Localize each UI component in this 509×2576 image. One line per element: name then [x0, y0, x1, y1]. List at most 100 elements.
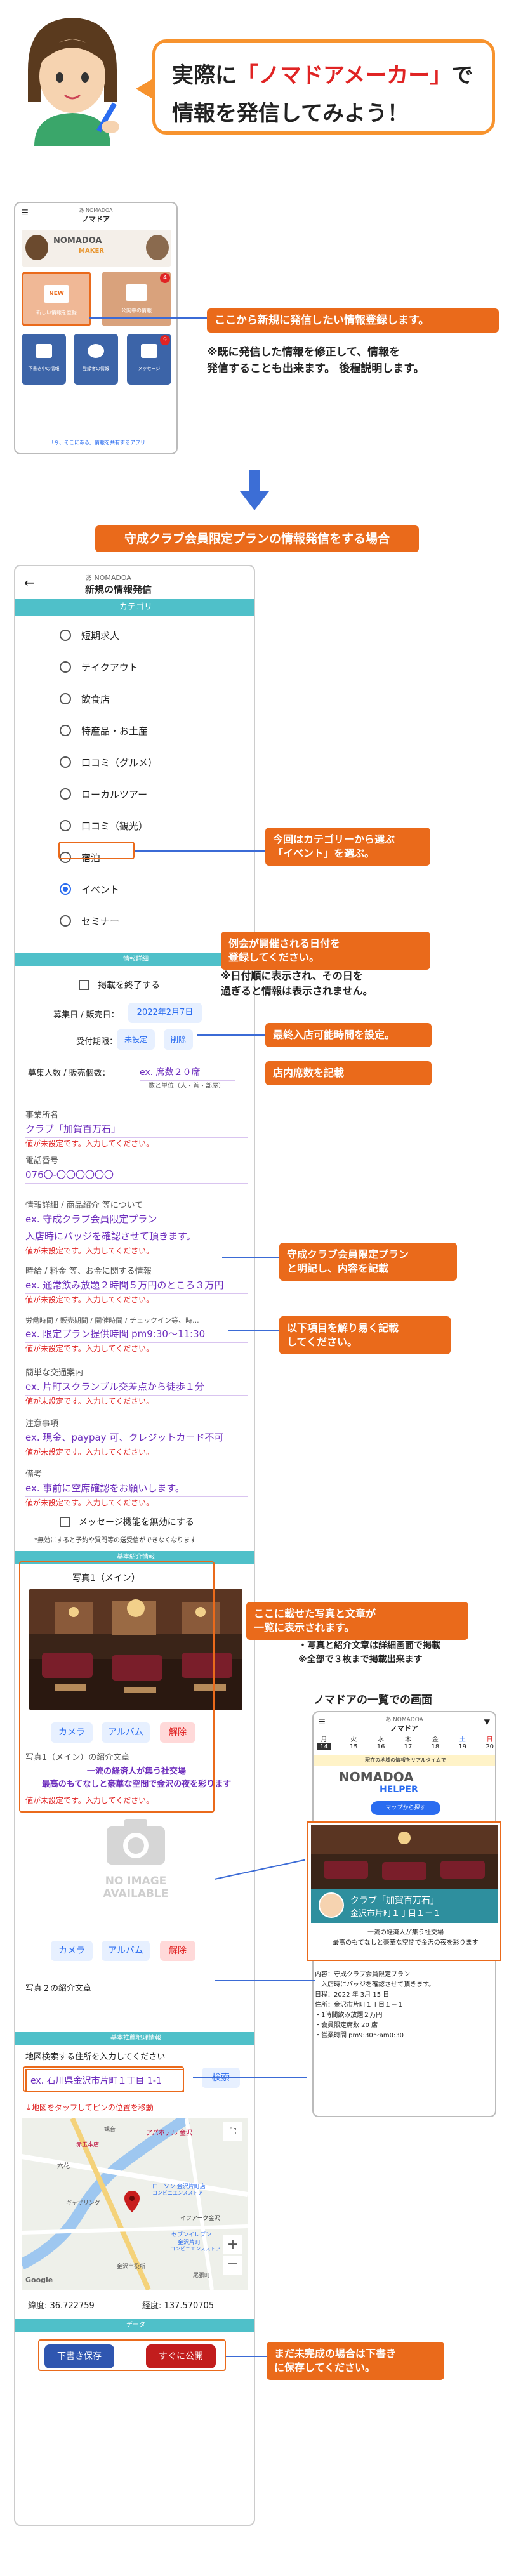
- save-draft-button[interactable]: 下書き保存: [44, 2344, 114, 2368]
- field-label: 事業所名: [25, 1111, 59, 1120]
- tile-new-info[interactable]: NEW 新しい情報を登録: [22, 272, 91, 326]
- price-input[interactable]: ex. 通常飲み放題２時間５万円のところ３万円: [25, 1276, 248, 1294]
- field-warning: 値が未設定です。入力してください。: [25, 1246, 154, 1255]
- menu-icon[interactable]: ☰: [22, 208, 29, 217]
- category-option[interactable]: 短期求人: [15, 619, 254, 651]
- category-option[interactable]: テイクアウト: [15, 651, 254, 683]
- caption-input[interactable]: 一流の経済人が集う社交場 最高のもてなしと豪華な空間で金沢の夜を彩ります: [25, 1766, 248, 1791]
- brand-small: あ NOMADOA: [385, 1717, 423, 1723]
- map-view[interactable]: アパホテル 金沢 赤玉本店 ローソン 金沢片町店 コンビニエンスストア イフアー…: [22, 2118, 248, 2290]
- hours-input[interactable]: ex. 限定プラン提供時間 pm9:30～11:30: [25, 1325, 248, 1343]
- detail-line: ・営業時間 pm9:30～am0:30: [315, 2032, 404, 2039]
- count-input[interactable]: ex. 席数２０席: [140, 1064, 235, 1081]
- album-button[interactable]: アルバム: [102, 1941, 150, 1961]
- place-input[interactable]: クラブ「加賀百万石」: [25, 1120, 248, 1138]
- tile-published[interactable]: 公開中の情報 4: [102, 272, 171, 326]
- category-label: テイクアウト: [81, 661, 138, 673]
- notice-input[interactable]: ex. 現金、paypay 可、クレジットカード不可: [25, 1429, 248, 1446]
- category-option[interactable]: セミナー: [15, 905, 254, 937]
- detail-input-line2[interactable]: 入店時にバッジを確認させて頂きます。: [25, 1227, 248, 1245]
- search-button[interactable]: 検索: [202, 2068, 240, 2088]
- hero-text: で: [451, 63, 473, 88]
- category-option[interactable]: 口コミ（グルメ）: [15, 746, 254, 778]
- category-label: セミナー: [81, 915, 120, 927]
- field-label: 備考: [25, 1470, 43, 1479]
- map-label: コンビニエンスストア: [152, 2190, 203, 2196]
- category-option[interactable]: 特産品・お土産: [15, 715, 254, 746]
- zoom-out-button[interactable]: −: [223, 2256, 242, 2275]
- date: 15: [349, 1743, 358, 1750]
- photo-delete-button[interactable]: 解除: [160, 1722, 195, 1743]
- weekday: 月: [321, 1736, 327, 1743]
- map-section-header: 基本推薦地理情報: [15, 2032, 254, 2045]
- end-listing-checkbox[interactable]: 掲載を終了する: [79, 979, 160, 991]
- fullscreen-icon[interactable]: ⛶: [223, 2122, 242, 2141]
- helper-logo-word: HELPER: [380, 1785, 418, 1795]
- logo-text: NOMADOA: [53, 236, 102, 246]
- google-logo: Google: [25, 2276, 53, 2284]
- date-picker[interactable]: 2022年2月7日: [128, 1003, 202, 1023]
- map-tap-note: ↓地図をタップしてピンの位置を移動: [25, 2103, 154, 2112]
- field-detail: 情報詳細 / 商品紹介 等について ex. 守成クラブ会員限定プラン 入店時にバ…: [25, 1198, 248, 1256]
- tel-input[interactable]: 076〇-〇〇〇〇〇〇: [25, 1166, 248, 1184]
- zoom-in-button[interactable]: +: [223, 2235, 242, 2254]
- radio-icon: [60, 756, 71, 768]
- detail-line: 内容：守成クラブ会員限定プラン: [315, 1971, 410, 1978]
- category-option[interactable]: ローカルツアー: [15, 778, 254, 810]
- callout-deadline: 最終入店可能時間を設定。: [265, 1023, 432, 1047]
- date: 20: [486, 1743, 494, 1750]
- card-address: 金沢市片町１丁目１－１: [350, 1909, 442, 1919]
- deadline-picker[interactable]: 未設定: [117, 1029, 155, 1050]
- map-search-button[interactable]: マップから探す: [371, 1801, 440, 1815]
- hero-text-line2: 情報を発信してみよう！: [172, 101, 409, 126]
- radio-icon: [60, 693, 71, 704]
- count-unit-hint: 数と単位（人・着・部屋）: [149, 1083, 225, 1090]
- category-option-event[interactable]: イベント: [15, 873, 254, 905]
- album-button[interactable]: アルバム: [102, 1722, 150, 1743]
- tile-message[interactable]: メッセージ 9: [127, 334, 171, 385]
- connector-line: [89, 317, 207, 319]
- camera-button[interactable]: カメラ: [51, 1941, 93, 1961]
- camera-button[interactable]: カメラ: [51, 1722, 93, 1743]
- disable-message-checkbox[interactable]: メッセージ機能を無効にする: [60, 1516, 194, 1528]
- camera-icon: [107, 1819, 165, 1865]
- brand-small: あ NOMADOA: [79, 208, 113, 213]
- callout-date: 例会が開催される日付を 登録してください。: [221, 932, 430, 970]
- publish-button[interactable]: すぐに公開: [146, 2344, 216, 2368]
- page-title: 新規の情報発信: [85, 584, 152, 595]
- field-warning: 値が未設定です。入力してください。: [25, 1139, 154, 1148]
- detail-line: 住所：金沢市片町１丁目１－１: [315, 2002, 404, 2009]
- callout-line: してください。: [287, 1336, 358, 1348]
- field-label: 簡単な交通案内: [25, 1368, 84, 1378]
- detail-input[interactable]: ex. 守成クラブ会員限定プラン: [25, 1213, 157, 1225]
- photo-delete-button[interactable]: 解除: [160, 1941, 195, 1961]
- deadline-clear-button[interactable]: 削除: [164, 1029, 193, 1050]
- menu-icon[interactable]: ☰: [319, 1717, 326, 1726]
- tile-registrant[interactable]: 登録者の情報: [74, 334, 118, 385]
- field-warning: 値が未設定です。入力してください。: [25, 1295, 154, 1304]
- category-label: 飲食店: [81, 693, 110, 705]
- weekday: 木: [404, 1736, 411, 1743]
- preview-card[interactable]: クラブ「加賀百万石」 金沢市片町１丁目１－１ 一流の経済人が集う社交場 最高のも…: [307, 1821, 501, 1961]
- tile-label: メッセージ: [138, 366, 161, 371]
- filter-icon[interactable]: ▼: [484, 1717, 490, 1726]
- category-label: ローカルツアー: [81, 788, 148, 800]
- field-price: 時給 / 料金 等、お金に関する情報 ex. 通常飲み放題２時間５万円のところ３…: [25, 1264, 248, 1305]
- note-photos: ・写真と紹介文章は詳細画面で掲載 ※全部で３枚まで掲載出来ます: [298, 1639, 495, 1667]
- access-input[interactable]: ex. 片町スクランブル交差点から徒歩１分: [25, 1378, 248, 1396]
- field-warning: 値が未設定です。入力してください。: [25, 1344, 154, 1353]
- category-option[interactable]: 宿泊: [15, 842, 254, 873]
- tile-draft[interactable]: 下書き中の情報: [22, 334, 66, 385]
- count-label: 募集人数 / 販売個数：: [28, 1069, 110, 1078]
- connector-line: [197, 1034, 265, 1036]
- category-option[interactable]: 飲食店: [15, 683, 254, 715]
- remark-input[interactable]: ex. 事前に空席確認をお願いします。: [25, 1479, 248, 1497]
- preview-title: ノマドアの一覧での画面: [314, 1694, 432, 1707]
- map-pin-icon[interactable]: [124, 2191, 140, 2215]
- map-label: 六花: [57, 2163, 70, 2170]
- callout-detail: 守成クラブ会員限定プラン と明記し、内容を記載: [279, 1243, 457, 1281]
- weekday: 金: [432, 1736, 439, 1743]
- back-icon[interactable]: ←: [24, 575, 35, 590]
- category-option[interactable]: 口コミ（観光）: [15, 810, 254, 842]
